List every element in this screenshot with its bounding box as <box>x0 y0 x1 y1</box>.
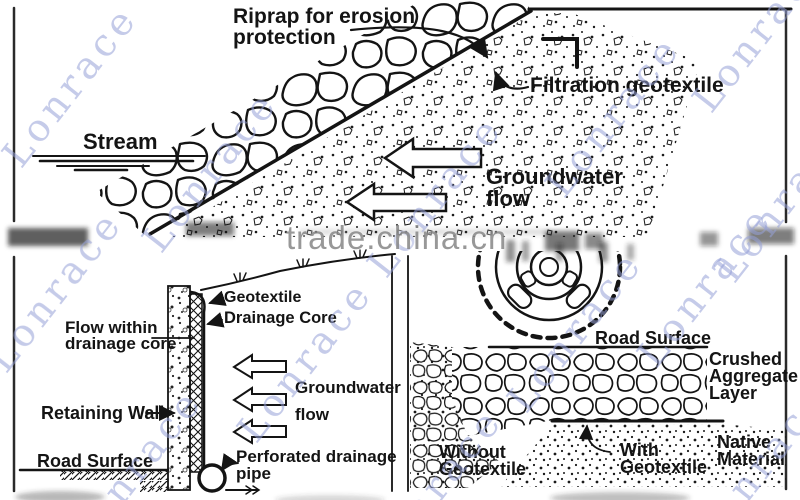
riprap-label: Riprap for erosion protection <box>233 6 415 48</box>
retaining-wall-diagram <box>12 249 396 495</box>
without-line1: Without <box>439 442 506 462</box>
wheel-icon <box>475 251 623 341</box>
groundwater-line1: Groundwater <box>295 378 401 397</box>
flow-within-drainage-core-label: Flow within drainage core <box>65 318 177 353</box>
crushed-aggregate-layer-label: Crushed Aggregate Layer <box>709 349 799 403</box>
retaining-wall <box>167 285 191 491</box>
perforated-drainage-pipe-label: Perforated drainage pipe <box>236 447 397 483</box>
with-geotextile-leader <box>578 424 611 453</box>
road-section-diagram <box>407 251 788 492</box>
groundwater-flow-label-left: Groundwater flow <box>295 374 401 428</box>
riprap-rocks <box>96 0 531 238</box>
riprap-slope-diagram <box>12 0 793 238</box>
geotextile-line <box>189 290 206 468</box>
riprap-label-line1: Riprap for erosion <box>233 5 416 28</box>
ground-hatching <box>140 481 168 492</box>
groundwater-flow-label-top: Groundwater flow <box>486 166 623 210</box>
riprap-label-line2: protection <box>233 26 336 49</box>
crushed-line1: Crushed <box>709 349 783 369</box>
road-hatching <box>60 471 168 480</box>
scan-smudges <box>8 222 794 500</box>
groundwater-line2: flow <box>295 405 329 424</box>
grass-tufts <box>233 249 367 282</box>
filtration-geotextile-label: Filtration geotextile <box>530 74 724 97</box>
ground-slope-line <box>200 253 396 291</box>
flow-within-line1: Flow within <box>65 318 158 337</box>
stream-label: Stream <box>83 129 158 154</box>
drainage-core <box>189 293 203 473</box>
leader-lines <box>145 290 239 472</box>
crushed-line3: Layer <box>709 383 758 403</box>
native-line1: Native <box>717 432 772 452</box>
flow-within-line2: drainage core <box>65 334 177 353</box>
with-line2: Geotextile <box>620 456 708 477</box>
with-geotextile-label: With Geotextile <box>620 440 708 477</box>
riprap-leader-arrow <box>349 26 489 59</box>
drainage-core-label: Drainage Core <box>224 309 337 327</box>
road-surface-label-left: Road Surface <box>37 451 154 471</box>
stream-water-lines <box>32 155 206 172</box>
without-line2: Geotextile <box>439 458 527 479</box>
crushed-line2: Aggregate <box>709 366 799 386</box>
geotextile-label: Geotextile <box>224 289 302 306</box>
native-material-region <box>500 424 786 487</box>
groundwater-arrow <box>344 181 448 223</box>
groundwater-line2: flow <box>486 186 530 211</box>
flow-chevrons-icon <box>245 485 261 495</box>
native-material-label: Native Material <box>717 432 786 469</box>
native-line2: Material <box>717 449 786 469</box>
without-geotextile-region <box>410 342 500 488</box>
perforated-line2: pipe <box>236 463 271 483</box>
perforated-drainage-pipe <box>197 463 227 493</box>
crushed-aggregate-layer <box>452 347 707 436</box>
geotextile-edge-mark <box>541 37 579 69</box>
without-geotextile-label: Without Geotextile <box>439 442 527 479</box>
retaining-wall-label: Retaining Wall <box>41 403 165 423</box>
slope-line <box>148 9 533 236</box>
groundwater-arrow <box>382 136 483 180</box>
road-surface-label-right: Road Surface <box>595 328 712 348</box>
groundwater-arrows-left <box>232 353 287 445</box>
perforated-line1: Perforated drainage <box>236 447 397 466</box>
groundwater-line1: Groundwater <box>486 164 623 189</box>
with-line1: With <box>620 440 659 460</box>
soil-stipple-region <box>163 13 700 237</box>
filtration-leader-arrow <box>492 70 530 92</box>
